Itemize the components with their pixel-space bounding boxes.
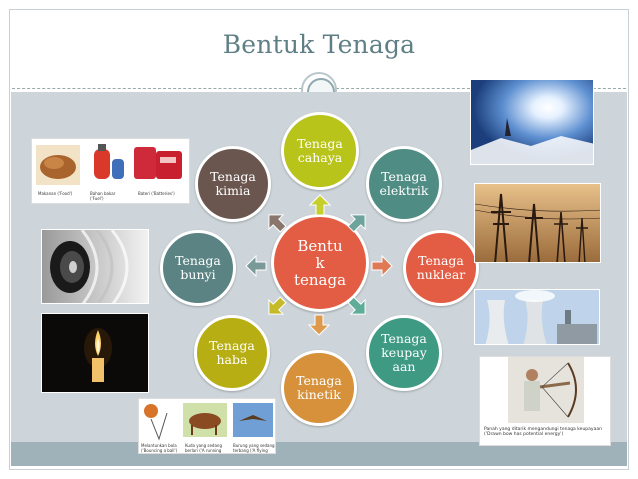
center-label: Bentu k tenaga	[293, 236, 347, 289]
title-divider-left	[12, 88, 302, 89]
archer-bow-icon	[508, 357, 584, 423]
image-potential-energy-archer: Panah yang ditarik mengandungi tenaga ke…	[479, 356, 611, 446]
arrow-up-right-icon	[347, 214, 366, 233]
node-tenaga-haba: Tenaga haba	[194, 315, 270, 391]
arrow-right-icon	[371, 255, 393, 277]
node-label: Tenaga haba	[209, 338, 255, 367]
caption-bird: Burung yang sedang terbang ('A flying bi…	[233, 443, 275, 453]
caption-archer: Panah yang ditarik mengandungi tenaga ke…	[484, 427, 602, 437]
speaker-icon	[42, 230, 148, 303]
node-label: Tenaga elektrik	[379, 169, 429, 198]
arrow-down-icon	[308, 314, 330, 336]
arrow-down-left-icon	[268, 296, 287, 315]
node-tenaga-kimia: Tenaga kimia	[195, 146, 271, 222]
node-tenaga-kinetik: Tenaga kinetik	[281, 350, 357, 426]
footer-band	[11, 442, 627, 466]
slide-title: Bentuk Tenaga	[222, 30, 416, 59]
caption-food: Makanan ('Food')	[38, 191, 73, 196]
node-tenaga-cahaya: Tenaga cahaya	[281, 112, 359, 190]
node-tenaga-keupayaan: Tenaga keupay aan	[366, 315, 442, 391]
node-label: Tenaga kimia	[210, 169, 256, 198]
arrow-down-right-icon	[347, 296, 366, 315]
image-heat-candle	[41, 313, 149, 393]
node-bentuk-tenaga-center: Bentu k tenaga	[271, 214, 369, 312]
image-light-sun	[470, 79, 594, 165]
node-tenaga-nuklear: Tenaga nuklear	[403, 230, 479, 306]
image-sound-speaker	[41, 229, 149, 304]
caption-fuel: Bahan bakar ('Fuel')	[90, 191, 116, 201]
arrow-up-left-icon	[268, 214, 287, 233]
image-electric-pylons	[474, 183, 601, 263]
node-label: Tenaga nuklear	[416, 253, 466, 282]
node-label: Tenaga kinetik	[296, 373, 342, 402]
sun-icon	[471, 80, 593, 164]
node-label: Tenaga cahaya	[297, 136, 343, 165]
caption-ball: Melantunkan bola ('Bouncing a ball')	[141, 443, 178, 453]
cooling-tower-icon	[475, 290, 599, 344]
node-label: Tenaga bunyi	[175, 253, 221, 282]
node-tenaga-elektrik: Tenaga elektrik	[366, 146, 442, 222]
ball-horse-bird-icon	[144, 403, 273, 441]
arrow-left-icon	[245, 255, 267, 277]
food-fuel-battery-icon	[36, 144, 182, 185]
caption-horse: Kuda yang sedang berlari ('A running hor…	[185, 443, 222, 453]
image-chemical-energy-sources: Makanan ('Food') Bahan bakar ('Fuel') Ba…	[31, 138, 190, 204]
image-nuclear-plant	[474, 289, 600, 345]
image-kinetic-energy-examples: Melantunkan bola ('Bouncing a ball') Kud…	[138, 398, 276, 454]
power-pylon-icon	[475, 184, 600, 262]
arrow-up-icon	[309, 194, 331, 216]
candle-icon	[42, 314, 148, 392]
node-tenaga-bunyi: Tenaga bunyi	[160, 230, 236, 306]
caption-battery: Bateri ('Batteries')	[138, 191, 175, 196]
node-label: Tenaga keupay aan	[381, 331, 427, 374]
slide-frame	[9, 9, 629, 470]
